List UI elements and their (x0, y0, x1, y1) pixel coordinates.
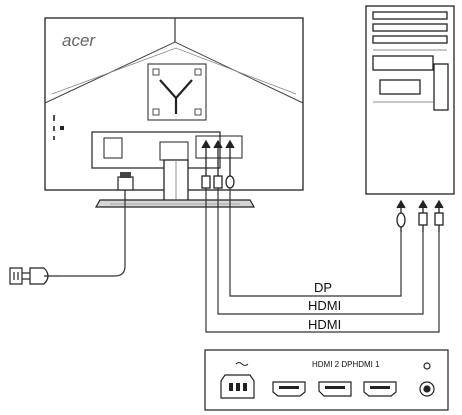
hdmi-2-port-icon (272, 381, 306, 397)
port-panel-labels: HDMI 2 DPHDMI 1 (312, 360, 380, 369)
monitor-power-plug (117, 172, 134, 200)
ac-symbol-icon (235, 362, 249, 366)
monitor-rear (44, 17, 304, 203)
cable-label-hdmi-2: HDMI (308, 317, 341, 332)
cable-label-hdmi-1: HDMI (308, 298, 341, 313)
wall-outlet-icon (9, 267, 23, 285)
port-panel: HDMI 2 DPHDMI 1 (204, 349, 449, 411)
pc-tower (365, 5, 455, 195)
dp-cable (229, 188, 402, 297)
hdmi-cable-1 (217, 188, 424, 315)
displayport-icon (318, 381, 352, 397)
cable-label-dp: DP (314, 280, 332, 295)
monitor-cable-connectors (201, 139, 235, 189)
brand-logo: acer (62, 31, 96, 50)
pc-cable-connectors (396, 199, 444, 232)
power-cable (58, 200, 126, 277)
hdmi-1-port-icon (363, 381, 397, 397)
audio-out-icon (419, 362, 435, 397)
ac-power-icon (220, 374, 255, 399)
hdmi-cable-2 (205, 188, 440, 333)
power-plug-icon (22, 267, 58, 285)
